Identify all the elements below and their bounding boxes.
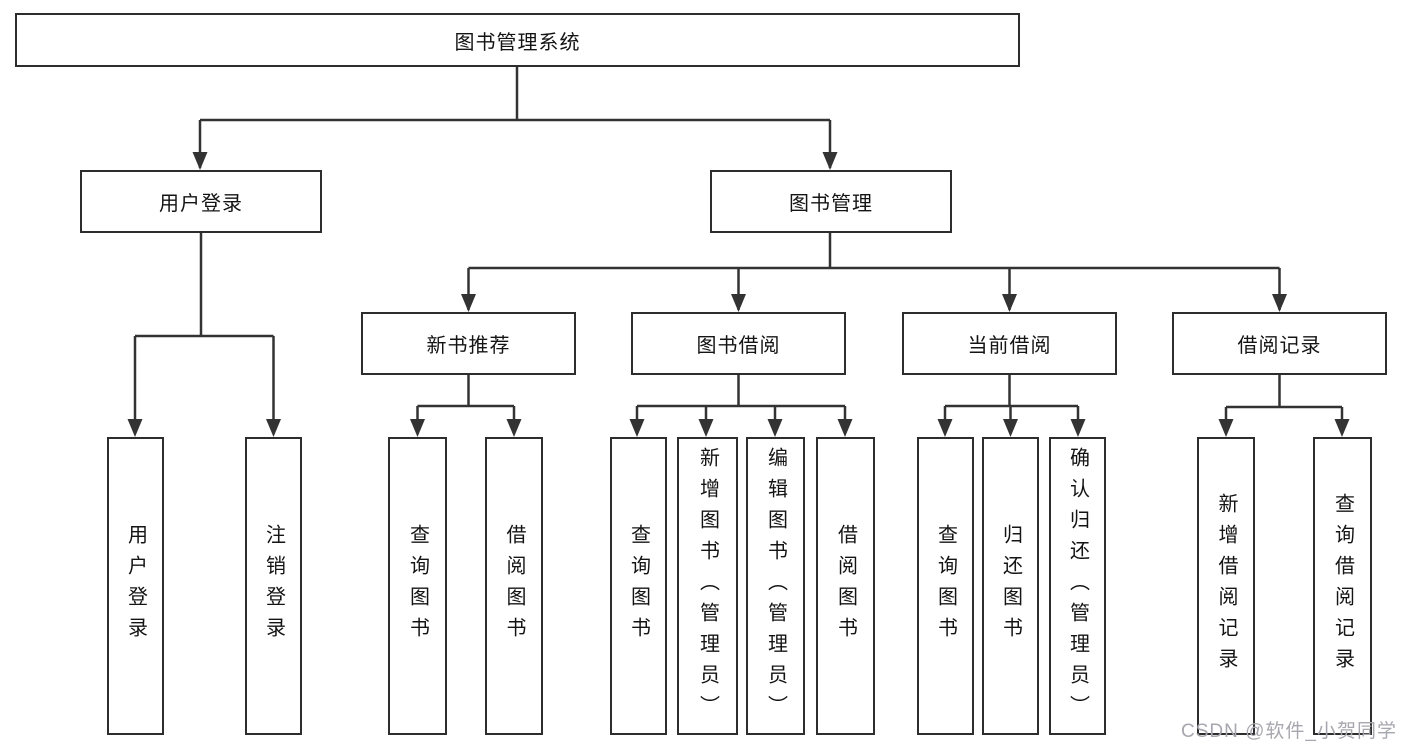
leaf-add-book-admin: 新增图书（管理员）: [677, 437, 738, 735]
leaf-label: 借阅图书: [834, 524, 857, 648]
arrowhead-icon: [629, 419, 645, 437]
leaf-label: 编辑图书（管理员）: [764, 446, 787, 726]
arrowhead-icon: [1003, 419, 1018, 437]
node-root: 图书管理系统: [15, 13, 1020, 67]
arrowhead-icon: [1070, 419, 1086, 437]
arrowhead-icon: [266, 419, 281, 437]
connector-lines: [133, 67, 1344, 433]
leaf-label: 新增借阅记录: [1215, 493, 1237, 679]
leaf-label: 归还图书: [999, 524, 1022, 648]
leaf-label: 注销登录: [262, 524, 285, 648]
leaf-query-books-recommend: 查询图书: [388, 437, 447, 735]
leaf-label: 新增图书（管理员）: [696, 446, 719, 726]
arrowhead-icon: [1272, 294, 1287, 312]
leaf-borrow-books: 借阅图书: [816, 437, 875, 735]
watermark: CSDN @软件_小贺同学: [1181, 721, 1397, 742]
arrowhead-icon: [192, 152, 208, 170]
leaf-query-books-borrowing: 查询图书: [610, 437, 667, 735]
leaf-logout: 注销登录: [245, 437, 302, 735]
leaf-label: 查询图书: [406, 524, 429, 648]
arrowhead-icon: [461, 294, 476, 312]
arrowhead-icon: [937, 419, 953, 437]
node-borrowing-records: 借阅记录: [1172, 312, 1387, 375]
arrowhead-icon: [506, 419, 522, 437]
leaf-add-borrow-record: 新增借阅记录: [1197, 437, 1255, 735]
arrowhead-icon: [698, 419, 714, 437]
node-book-management: 图书管理: [710, 170, 952, 233]
leaf-label: 查询借阅记录: [1331, 493, 1354, 679]
leaf-query-borrow-record: 查询借阅记录: [1313, 437, 1372, 735]
arrowhead-icon: [837, 419, 853, 437]
arrowhead-icon: [767, 419, 783, 437]
arrowhead-icon: [1218, 419, 1234, 437]
leaf-label: 查询图书: [934, 524, 957, 648]
node-current-borrowing: 当前借阅: [902, 312, 1117, 375]
arrowhead-icon: [731, 294, 746, 312]
node-new-book-recommendation: 新书推荐: [361, 312, 576, 375]
leaf-confirm-return-admin: 确认归还（管理员）: [1049, 437, 1106, 735]
arrowhead-icon: [410, 419, 425, 437]
node-book-borrowing: 图书借阅: [631, 312, 846, 375]
leaf-user-login: 用户登录: [107, 437, 164, 735]
node-user-login: 用户登录: [80, 170, 322, 233]
leaf-label: 借阅图书: [503, 524, 525, 648]
leaf-label: 确认归还（管理员）: [1066, 446, 1089, 726]
arrowhead-icon: [127, 419, 143, 437]
leaf-edit-book-admin: 编辑图书（管理员）: [746, 437, 805, 735]
leaf-return-books: 归还图书: [982, 437, 1039, 735]
arrowhead-icon: [822, 152, 838, 170]
leaf-borrow-books-recommend: 借阅图书: [485, 437, 543, 735]
leaf-label: 用户登录: [124, 524, 147, 648]
arrowhead-icon: [1334, 419, 1350, 437]
leaf-label: 查询图书: [627, 524, 650, 648]
arrowhead-icon: [1002, 294, 1017, 312]
leaf-query-books-current: 查询图书: [917, 437, 974, 735]
